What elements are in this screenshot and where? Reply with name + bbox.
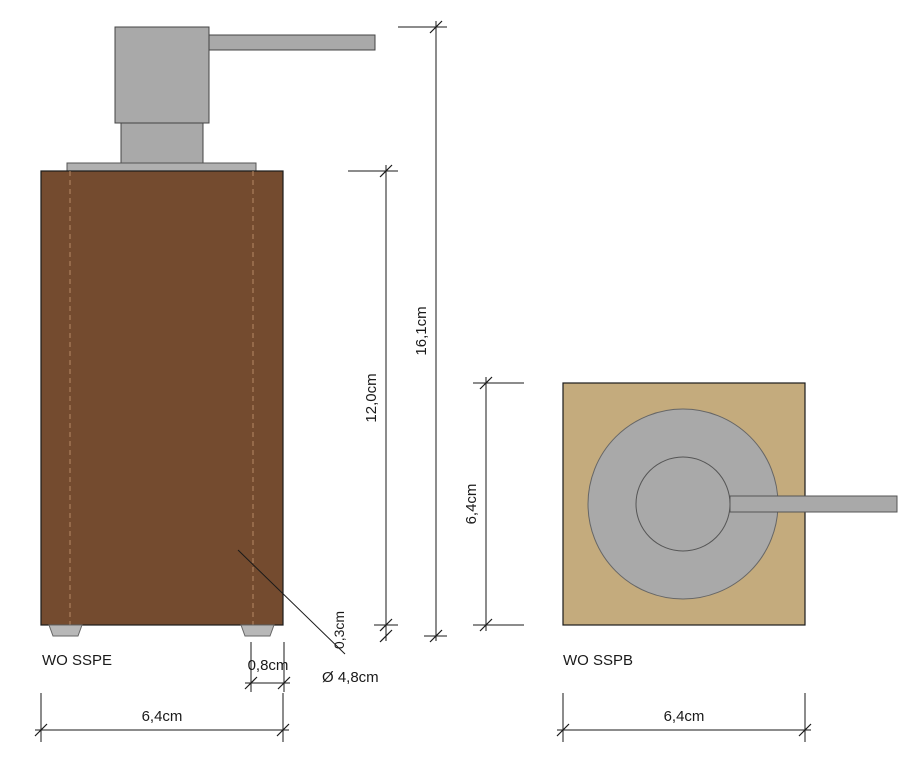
top-view (562, 382, 898, 626)
pump-neck (120, 122, 204, 165)
pump-lever (206, 34, 376, 51)
diameter-label: Ø 4,8cm (322, 669, 379, 686)
front-width-label: 6,4cm (142, 708, 183, 725)
dim-total-height (398, 20, 447, 643)
dim-foot-width (244, 642, 291, 692)
top-width-label: 6,4cm (664, 708, 705, 725)
dim-body-height (348, 164, 398, 643)
body-height-label: 12,0cm (363, 373, 380, 422)
pump-lever-top (729, 495, 898, 513)
pump-head-circle (635, 456, 731, 552)
dispenser-body (40, 170, 284, 626)
dim-top-width (556, 693, 812, 742)
pump-head (114, 26, 210, 124)
foot-width-label: 0,8cm (248, 657, 289, 674)
dim-top-depth (473, 376, 524, 632)
foot-right (240, 624, 275, 637)
collar-plate (66, 162, 257, 172)
dim-front-width (34, 693, 290, 742)
foot-height-label: 0,3cm (331, 611, 347, 649)
top-depth-label: 6,4cm (463, 484, 480, 525)
front-model-label: WO SSPE (42, 652, 112, 669)
front-view (40, 26, 376, 637)
foot-left (48, 624, 83, 637)
top-model-label: WO SSPB (563, 652, 633, 669)
total-height-label: 16,1cm (413, 306, 430, 355)
diameter-leader (237, 549, 346, 655)
